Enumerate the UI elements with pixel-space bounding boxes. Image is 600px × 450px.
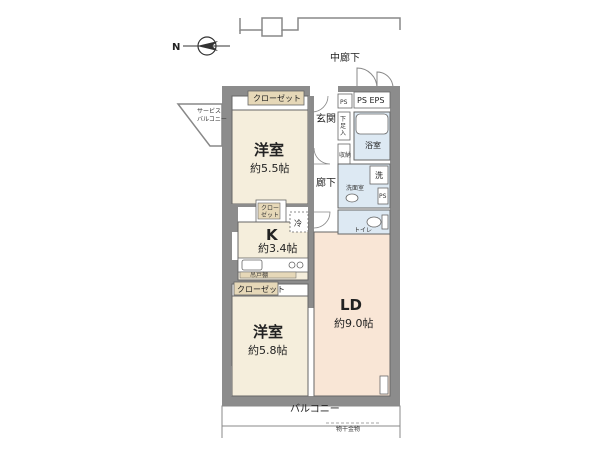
shoe-cabinet xyxy=(337,111,351,141)
closet-top-label: クローゼット xyxy=(253,93,301,103)
sink xyxy=(241,259,263,271)
washroom-label: 洗面室 xyxy=(346,184,364,192)
toilet-tank xyxy=(381,214,389,230)
toilet-label: トイレ xyxy=(354,227,372,234)
closet-small-tag xyxy=(257,202,281,220)
room-youshitsu-bottom-area: 約5.8帖 xyxy=(248,343,288,357)
ps-side-box xyxy=(377,187,389,205)
upper-building-outline xyxy=(239,17,401,37)
balcony xyxy=(221,405,401,427)
stove-burner xyxy=(288,261,296,269)
room-youshitsu-bottom-name: 洋室 xyxy=(253,323,283,341)
monohoshi-label: 物干金物 xyxy=(336,425,360,433)
room-youshitsu-top-name: 洋室 xyxy=(254,141,284,159)
ld-column xyxy=(379,375,389,395)
balcony-label: バルコニー xyxy=(290,403,340,415)
svg-text:サービス: サービス xyxy=(197,107,221,115)
fridge-label: 冷 xyxy=(294,218,302,228)
svg-text:収納: 収納 xyxy=(339,151,351,159)
svg-text:ゼット: ゼット xyxy=(261,211,279,219)
toilet-bowl xyxy=(366,216,382,228)
svg-text:下: 下 xyxy=(340,116,346,123)
service-balcony: サービス バルコニー xyxy=(176,103,227,147)
room-ld-name: LD xyxy=(340,296,362,314)
ld-door xyxy=(313,211,331,229)
closet-bottom-label: クローゼット xyxy=(237,284,285,294)
compass-north-label: N xyxy=(172,42,180,53)
rouka-label: 廊下 xyxy=(316,176,336,189)
svg-text:入: 入 xyxy=(340,130,346,137)
compass: N xyxy=(172,36,230,56)
lower-left-diagonal-wall xyxy=(222,366,232,396)
kitchen-counter: 吊戸棚 xyxy=(237,257,309,279)
entrance-door xyxy=(311,95,329,113)
ps-eps-box xyxy=(353,91,391,109)
genkan-label: 玄関 xyxy=(316,112,336,125)
svg-text:PS: PS xyxy=(379,193,387,200)
corridor-doors xyxy=(356,67,394,89)
washing-machine xyxy=(369,165,389,185)
svg-text:PS: PS xyxy=(340,99,348,106)
room-kitchen-area: 約3.4帖 xyxy=(258,241,298,255)
svg-text:クロー: クロー xyxy=(261,205,279,212)
compass-needle xyxy=(197,41,218,51)
wash-basin xyxy=(345,193,359,203)
fridge-space xyxy=(289,211,309,233)
room-youshitsu-top-area: 約5.5帖 xyxy=(250,161,290,175)
kitchen-cabinet-label: 吊戸棚 xyxy=(250,271,268,279)
svg-text:洗: 洗 xyxy=(375,170,383,180)
room-kitchen-name: K xyxy=(266,226,279,244)
corridor-label: 中廊下 xyxy=(330,51,360,64)
ps-eps-label: PS EPS xyxy=(357,96,384,105)
ps-small-box xyxy=(337,93,353,109)
bathtub xyxy=(355,113,389,135)
closet-top-tag xyxy=(247,90,305,106)
bathroom-label: 浴室 xyxy=(365,140,381,150)
svg-text:足: 足 xyxy=(340,123,346,130)
hallway-door xyxy=(313,147,331,165)
svg-text:バルコニー: バルコニー xyxy=(197,116,227,123)
room-ld-area: 約9.0帖 xyxy=(334,316,374,330)
room-ld xyxy=(313,231,391,397)
room-youshitsu-bottom xyxy=(231,295,309,397)
closet-bottom-tag xyxy=(233,281,279,296)
